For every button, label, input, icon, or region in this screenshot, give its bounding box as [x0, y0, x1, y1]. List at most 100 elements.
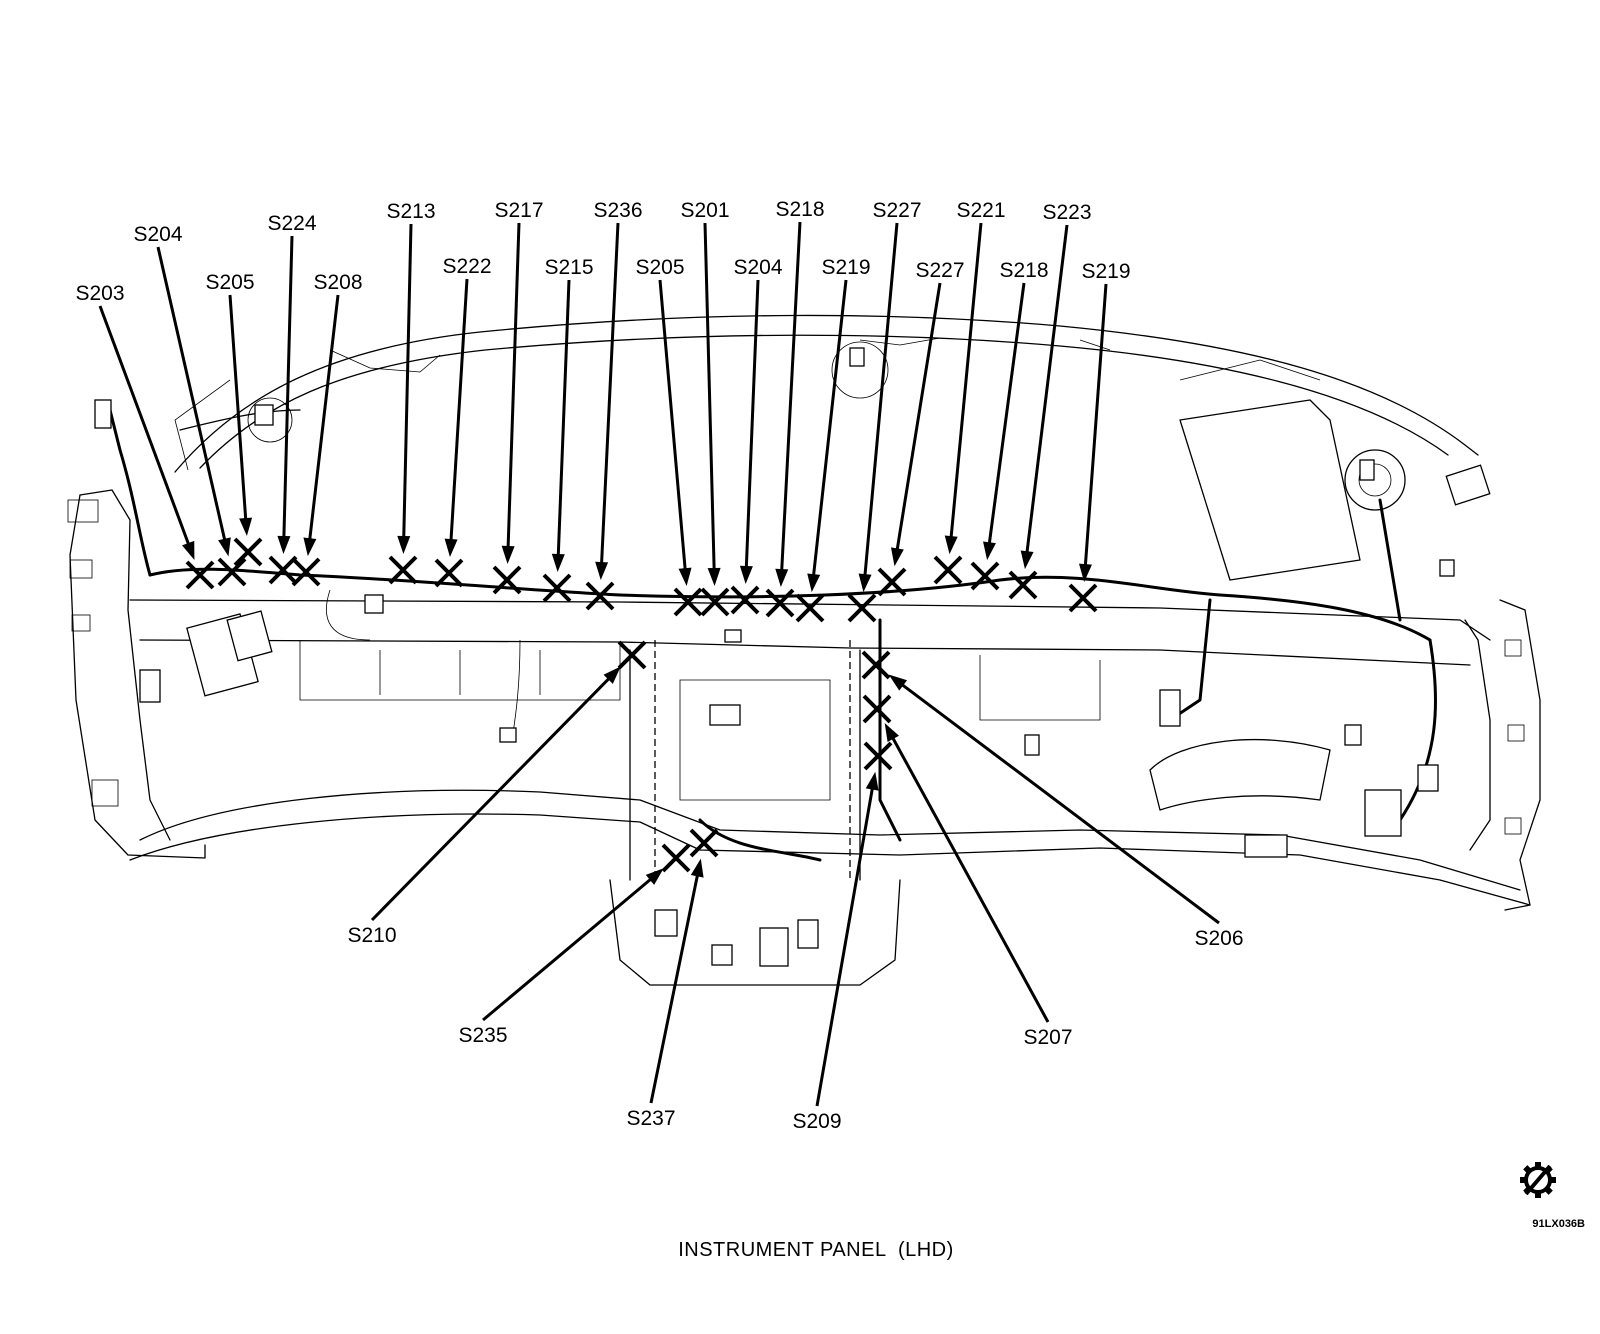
splice-marker: [765, 588, 795, 618]
splice-callout-s208: S208: [291, 271, 363, 587]
splice-callouts: S203S204S205S224S208S213S222S217S215S236…: [75, 198, 1243, 1133]
leader-line: [780, 221, 802, 574]
drawing-code: 91LX036B: [1532, 1218, 1585, 1230]
splice-label: S221: [956, 199, 1005, 222]
leader-line: [556, 279, 571, 559]
splice-callout-s218-right: S218: [970, 259, 1049, 591]
splice-marker: [1008, 570, 1038, 600]
splice-marker: [492, 565, 522, 595]
splice-marker: [617, 640, 647, 670]
arrowhead: [807, 573, 821, 593]
arrowhead: [690, 858, 704, 878]
splice-marker: [217, 557, 247, 587]
splice-callout-s205-center: S205: [635, 256, 703, 617]
arrowhead: [645, 868, 664, 885]
splice-callout-s203-left: S203: [75, 282, 215, 590]
splice-marker: [700, 587, 730, 617]
splice-label: S227: [872, 199, 921, 222]
leader-line: [863, 222, 899, 579]
arrowhead: [678, 567, 692, 587]
splice-marker: [673, 587, 703, 617]
splice-label: S218: [775, 198, 824, 221]
splice-label: S224: [267, 212, 316, 235]
splice-callout-s213: S213: [386, 200, 436, 585]
leader-line: [744, 279, 760, 571]
leader-line: [370, 675, 613, 922]
splice-label: S219: [1081, 260, 1130, 283]
leader-line: [599, 222, 620, 567]
splice-marker: [268, 555, 298, 585]
leader-line: [98, 305, 191, 548]
leader-line: [811, 279, 848, 579]
arrowhead: [501, 545, 515, 565]
leader-line: [282, 235, 294, 541]
splice-callout-s236: S236: [585, 199, 643, 611]
arrowhead: [1020, 550, 1034, 570]
leader-line: [156, 246, 227, 544]
splice-label: S215: [544, 256, 593, 279]
arrowhead: [218, 537, 231, 557]
splice-marker: [185, 560, 215, 590]
splice-marker: [933, 555, 963, 585]
splice-callout-s222: S222: [434, 255, 492, 588]
arrowhead: [595, 561, 609, 581]
splice-callout-s219-right: S219: [1068, 260, 1131, 613]
splice-label: S223: [1042, 201, 1091, 224]
arrowhead: [707, 567, 721, 587]
splice-callout-s218-center: S218: [765, 198, 825, 618]
splice-marker: [542, 573, 572, 603]
arrowhead: [277, 535, 291, 555]
splice-marker: [863, 741, 893, 771]
leader-line: [899, 681, 1220, 925]
splice-marker: [847, 593, 877, 623]
arrowhead: [603, 666, 621, 684]
splice-callout-s209: S209: [792, 741, 893, 1133]
splice-marker: [388, 555, 418, 585]
arrowhead: [775, 568, 789, 588]
leader-line: [658, 279, 687, 573]
splice-label: S235: [458, 1024, 507, 1047]
leader-line: [949, 222, 983, 541]
splice-label: S205: [635, 256, 684, 279]
leader-line: [449, 278, 469, 544]
arrowhead: [884, 723, 900, 742]
leader-line: [307, 294, 340, 543]
leader-line: [987, 282, 1026, 547]
splice-marker: [862, 694, 892, 724]
splice-marker: [661, 843, 691, 873]
splice-label: S210: [347, 924, 396, 947]
splice-callout-s224: S224: [267, 212, 317, 585]
splice-callout-s223: S223: [1008, 201, 1092, 600]
splice-callout-s205-left: S205: [205, 271, 263, 567]
arrowhead: [551, 553, 565, 573]
leader-line: [228, 294, 248, 523]
splice-label: S203: [75, 282, 124, 305]
splice-callout-s227-upper: S227: [847, 199, 922, 623]
splice-callout-s227-lower: S227: [877, 259, 965, 597]
splice-marker: [434, 558, 464, 588]
leader-line: [1083, 283, 1108, 569]
splice-callout-s219-center: S219: [795, 256, 871, 623]
arrowhead: [444, 538, 458, 558]
splice-label: S204: [733, 256, 782, 279]
leader-line: [482, 876, 654, 1022]
diagram-caption: INSTRUMENT PANEL (LHD): [678, 1239, 954, 1261]
splice-callout-s235: S235: [458, 843, 691, 1047]
leader-line: [1025, 224, 1069, 556]
splice-marker: [877, 567, 907, 597]
splice-label: S222: [442, 255, 491, 278]
splice-label: S213: [386, 200, 435, 223]
splice-callout-s210: S210: [347, 640, 647, 947]
arrowhead: [858, 573, 872, 593]
leader-line: [402, 223, 413, 541]
splice-label: S209: [792, 1110, 841, 1133]
leader-line: [649, 872, 700, 1104]
splice-label: S236: [593, 199, 642, 222]
splice-callout-s204-left: S204: [133, 223, 247, 587]
splice-marker: [861, 650, 891, 680]
arrowhead: [944, 535, 958, 555]
splice-marker: [689, 828, 719, 858]
arrowhead: [397, 535, 411, 555]
splice-marker: [795, 593, 825, 623]
splice-marker: [1068, 583, 1098, 613]
